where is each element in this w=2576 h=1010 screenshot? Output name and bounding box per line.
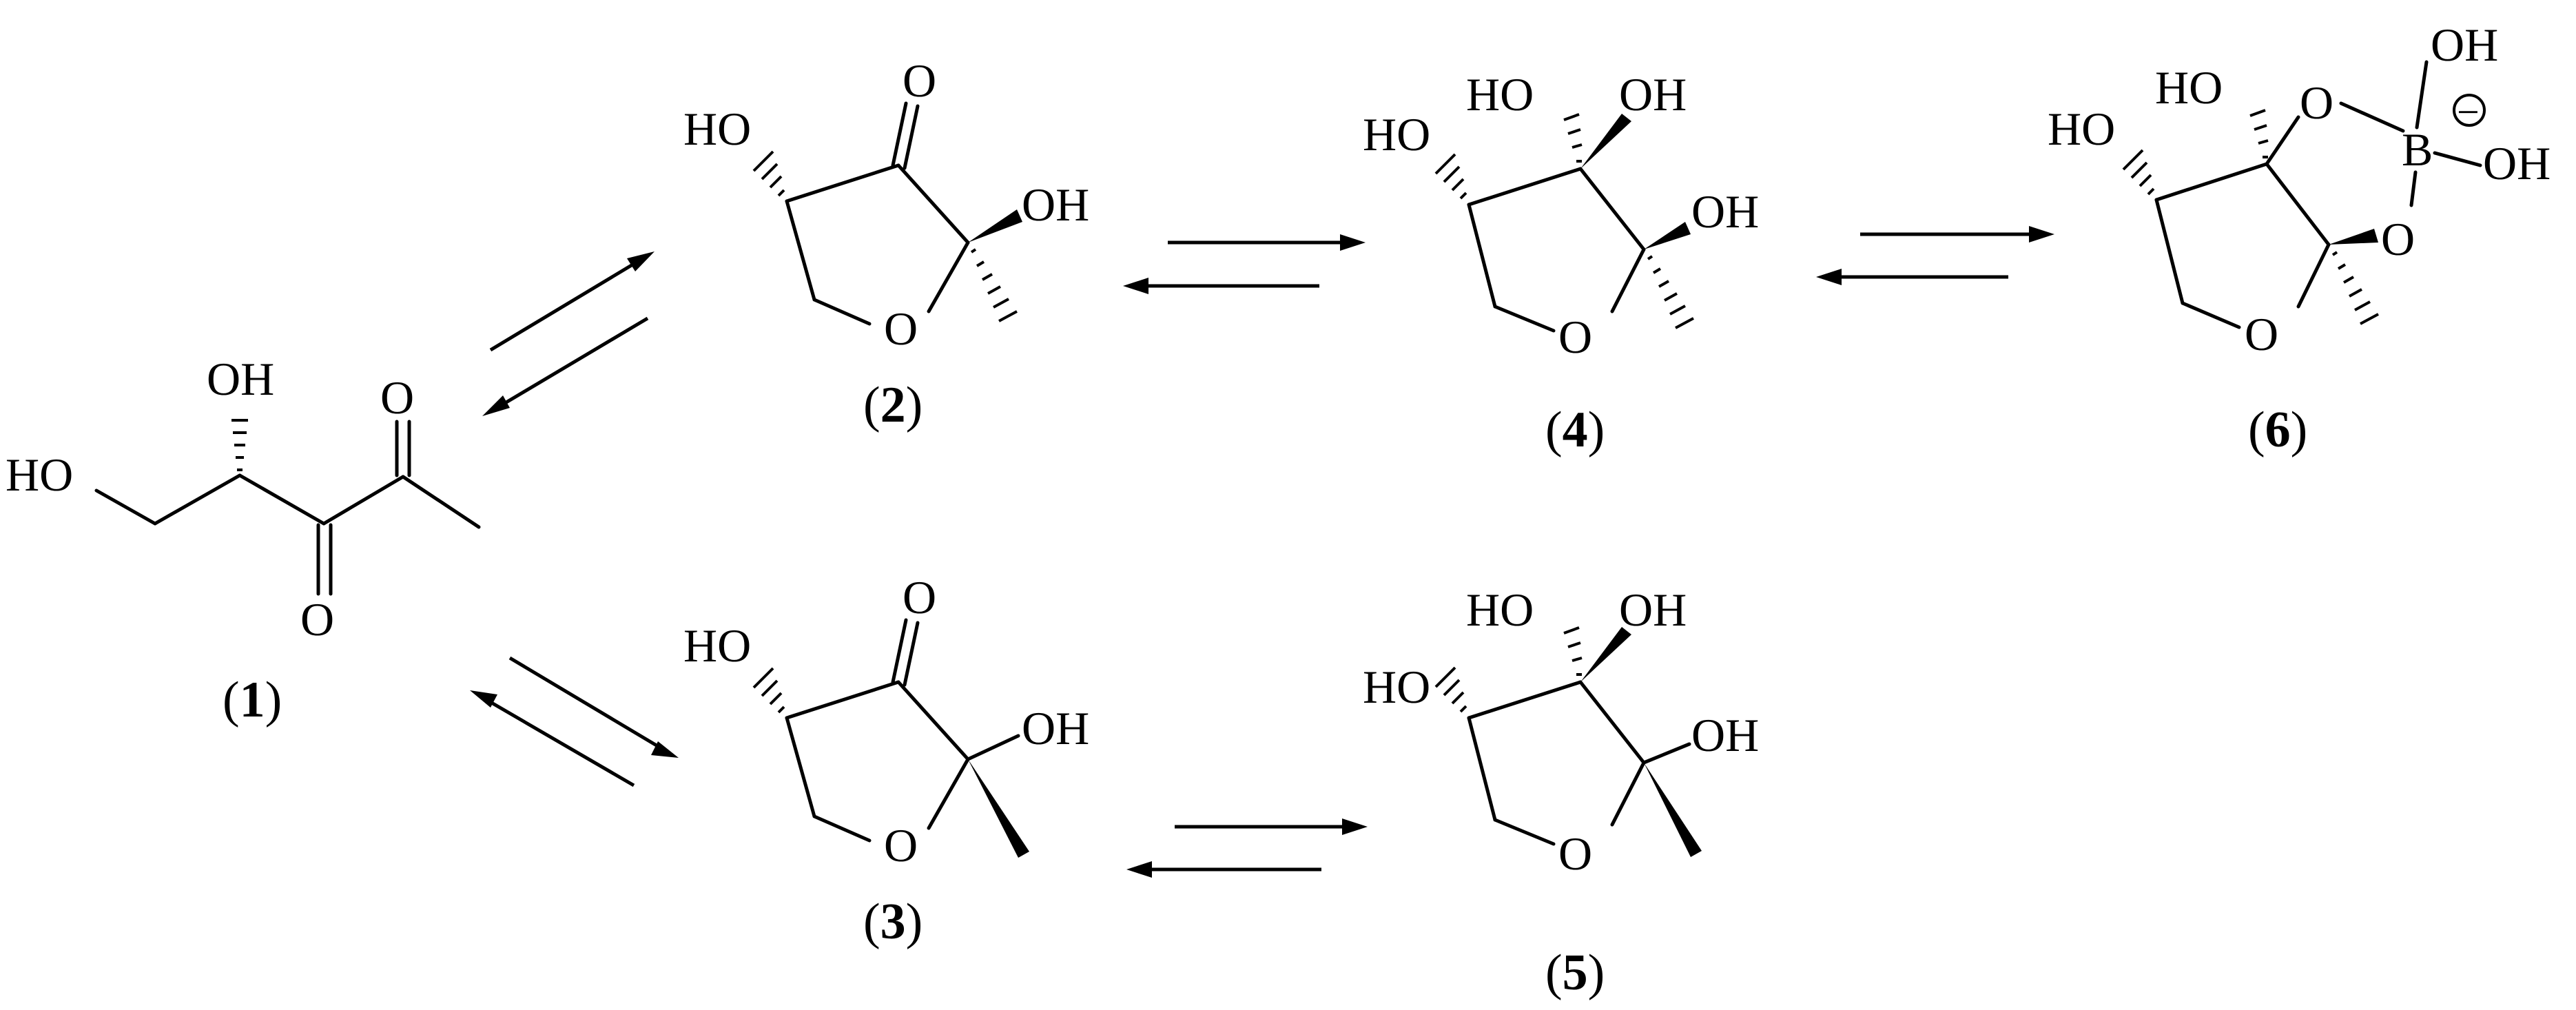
hashed-bond xyxy=(1434,666,1467,713)
hashed-bond xyxy=(231,419,248,471)
hashed-bond xyxy=(2331,251,2379,325)
hashed-bond xyxy=(752,667,785,714)
atom-label: HO xyxy=(1363,108,1430,161)
hashed-bond xyxy=(1563,113,1583,163)
compound-caption: (6) xyxy=(2248,402,2307,458)
compound-caption: (4) xyxy=(1545,402,1605,458)
hashed-bond xyxy=(752,150,785,197)
atom-label: OH xyxy=(2431,19,2498,71)
compound-6: HO HO O B OH OH O O − (6) xyxy=(2048,19,2551,458)
atom-label: OH xyxy=(207,353,274,405)
equilibrium-arrow-4-6 xyxy=(1816,226,2054,285)
compound-1: HO OH O O (1) xyxy=(6,353,481,728)
compound-caption: (1) xyxy=(223,672,282,728)
compound-caption: (2) xyxy=(863,377,923,433)
atom-label: O xyxy=(1558,311,1592,363)
negative-charge-icon: − xyxy=(2453,90,2486,134)
atom-label: O xyxy=(2300,76,2333,129)
atom-label: HO xyxy=(683,103,751,155)
atom-label: O xyxy=(903,54,936,107)
atom-label: HO xyxy=(683,619,751,672)
svg-text:−: − xyxy=(2457,90,2480,134)
hashed-bond xyxy=(2249,109,2269,158)
equilibrium-arrow-2-4 xyxy=(1123,234,1366,294)
hashed-bond xyxy=(2122,149,2155,196)
equilibrium-arrow-1-2 xyxy=(482,251,655,416)
atom-label: O xyxy=(300,593,334,646)
atom-label: B xyxy=(2402,123,2433,176)
compound-5: HO HO OH OH O (5) xyxy=(1363,584,1759,1001)
equilibrium-arrow-1-3 xyxy=(470,656,679,787)
atom-label: O xyxy=(903,571,936,623)
atom-label: OH xyxy=(1691,185,1759,238)
atom-label: O xyxy=(380,371,414,424)
atom-label: O xyxy=(884,819,918,872)
atom-label: OH xyxy=(1619,68,1687,121)
atom-label: OH xyxy=(1022,178,1089,231)
hashed-bond xyxy=(1434,153,1467,200)
equilibrium-arrow-3-5 xyxy=(1126,818,1368,878)
wedge-bond xyxy=(1644,222,1691,249)
atom-label: OH xyxy=(1691,709,1759,761)
compound-3: HO O OH O (3) xyxy=(683,571,1089,950)
compound-4: HO HO OH OH O (4) xyxy=(1363,68,1759,458)
atom-label: HO xyxy=(1363,661,1430,713)
wedge-bond xyxy=(968,759,1029,858)
wedge-bond xyxy=(1580,627,1631,682)
atom-label: HO xyxy=(6,449,73,501)
atom-label: O xyxy=(2245,308,2278,360)
wedge-bond xyxy=(968,209,1022,243)
atom-label: HO xyxy=(2048,103,2115,155)
hashed-bond xyxy=(970,248,1018,322)
wedge-bond xyxy=(1644,763,1702,857)
atom-label: OH xyxy=(2483,137,2551,189)
atom-label: HO xyxy=(1466,584,1534,636)
hashed-bond xyxy=(1563,626,1583,676)
hashed-bond xyxy=(1647,255,1694,329)
atom-label: OH xyxy=(1619,584,1687,636)
compound-caption: (5) xyxy=(1545,945,1605,1001)
compound-caption: (3) xyxy=(863,894,923,950)
atom-label: OH xyxy=(1022,702,1089,754)
wedge-bond xyxy=(2329,229,2378,245)
atom-label: HO xyxy=(2155,61,2223,114)
wedge-bond xyxy=(1580,114,1631,169)
atom-label: O xyxy=(1558,827,1592,880)
atom-label: O xyxy=(884,302,918,355)
atom-label: O xyxy=(2381,213,2415,265)
compound-2: HO O OH O (2) xyxy=(683,54,1089,433)
atom-label: HO xyxy=(1466,68,1534,121)
